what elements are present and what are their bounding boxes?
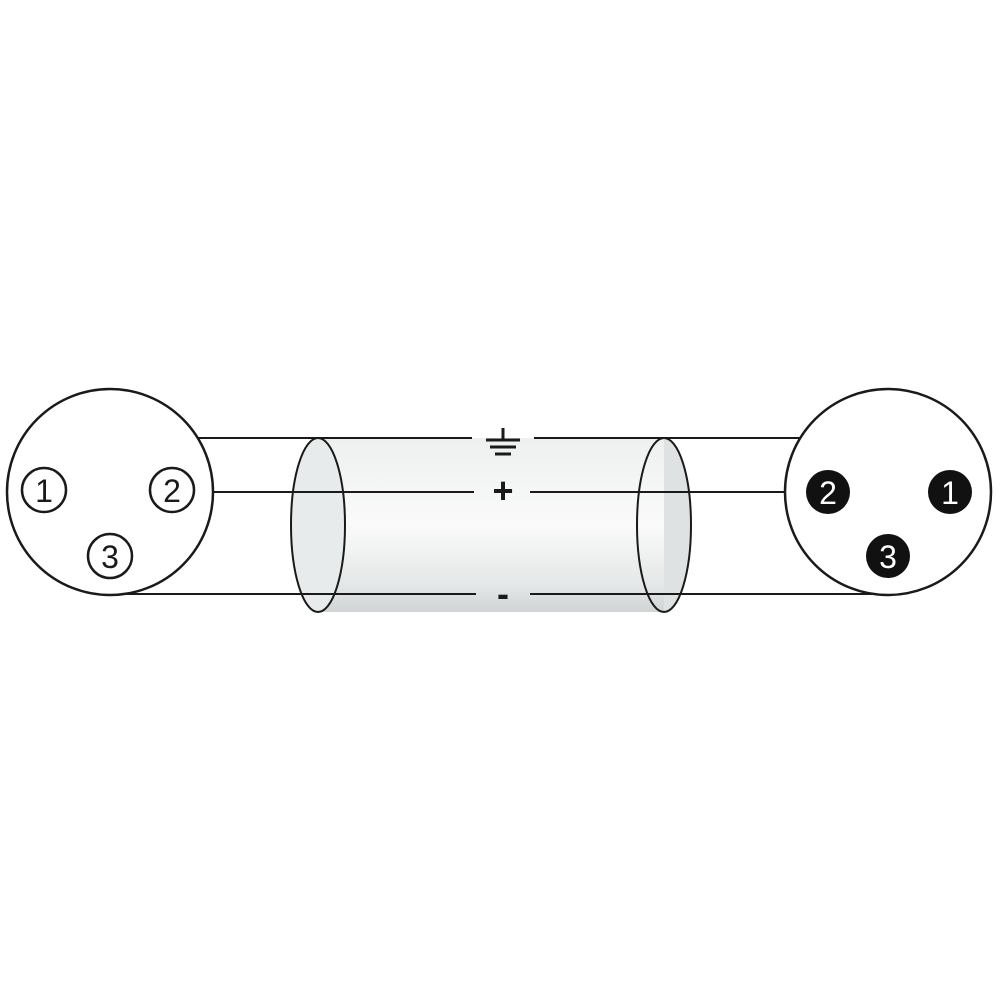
ground-icon (486, 428, 520, 456)
positive-symbol: + (492, 470, 513, 511)
right-connector-male: 2 1 3 (783, 387, 993, 597)
left-pin-2 (148, 466, 196, 514)
right-pin-2 (806, 470, 850, 514)
left-pin-3-label: 3 (101, 539, 119, 575)
right-pin-1 (928, 470, 972, 514)
cable-end-left (290, 437, 346, 613)
right-pin-3 (866, 534, 910, 578)
right-pin-1-label: 1 (941, 475, 959, 511)
left-connector-body (5, 387, 215, 597)
right-pin-3-label: 3 (879, 539, 897, 575)
cable-edge-right (663, 437, 692, 613)
left-connector-female: 1 2 3 (5, 387, 215, 597)
right-connector-body (783, 387, 993, 597)
left-pin-3 (86, 532, 134, 580)
left-pin-2-label: 2 (163, 473, 181, 509)
negative-symbol: - (497, 573, 509, 614)
left-pin-1-label: 1 (35, 473, 53, 509)
cable-body (318, 438, 664, 612)
cable-edge-right-inner (636, 437, 665, 613)
wire-symbols: + - (486, 428, 520, 614)
left-pin-1 (20, 466, 68, 514)
right-pin-2-label: 2 (819, 475, 837, 511)
cable-shield (290, 437, 692, 613)
